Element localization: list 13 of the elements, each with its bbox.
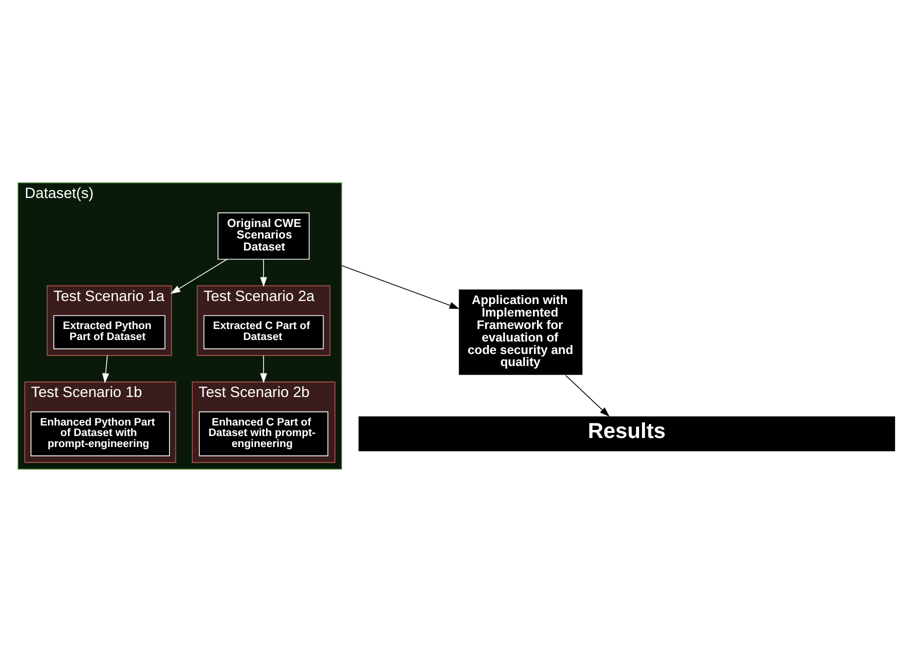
arrow (170, 258, 228, 294)
node-box: Original CWE Scenarios Dataset (218, 212, 310, 260)
arrow (102, 354, 110, 383)
arrow (260, 258, 268, 287)
node-box: Results (358, 415, 896, 452)
arrow (341, 264, 460, 308)
node-box: Enhanced Python Part of Dataset with prompt-engineering (30, 410, 170, 456)
arrow (260, 354, 268, 383)
node-box: Enhanced C Part of Dataset with prompt-engineering (198, 410, 328, 456)
node-box: Extracted C Part of Dataset (203, 314, 324, 349)
node-box: Application with Implemented Framework for evaluation of code security and quality (458, 288, 584, 376)
node-box: Extracted Python Part of Dataset (53, 314, 166, 349)
arrow (565, 374, 610, 416)
